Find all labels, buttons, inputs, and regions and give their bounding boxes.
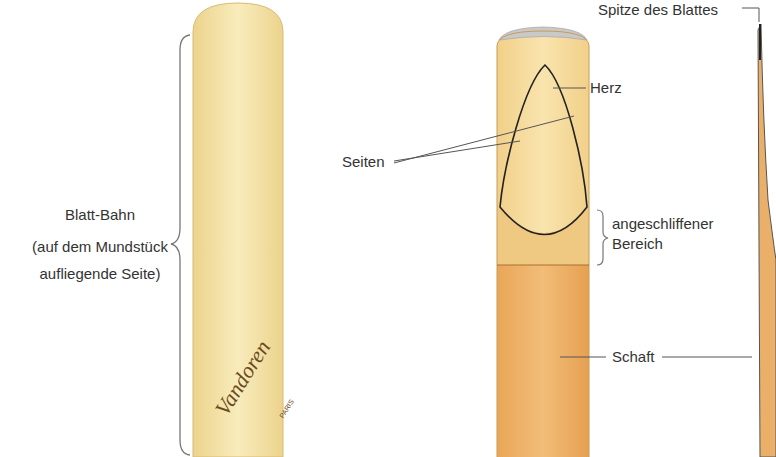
part-label: Schaft [612, 347, 662, 367]
part-label: Seiten [342, 152, 392, 172]
part-label: Blatt-Bahn [15, 205, 185, 225]
part-note: (auf dem Mundstück aufliegende Seite) [20, 233, 180, 287]
part-label: Herz [590, 78, 650, 98]
part-label: angeschliffener Bereich [612, 214, 742, 254]
part-label: Spitze des Blattes [598, 0, 743, 20]
